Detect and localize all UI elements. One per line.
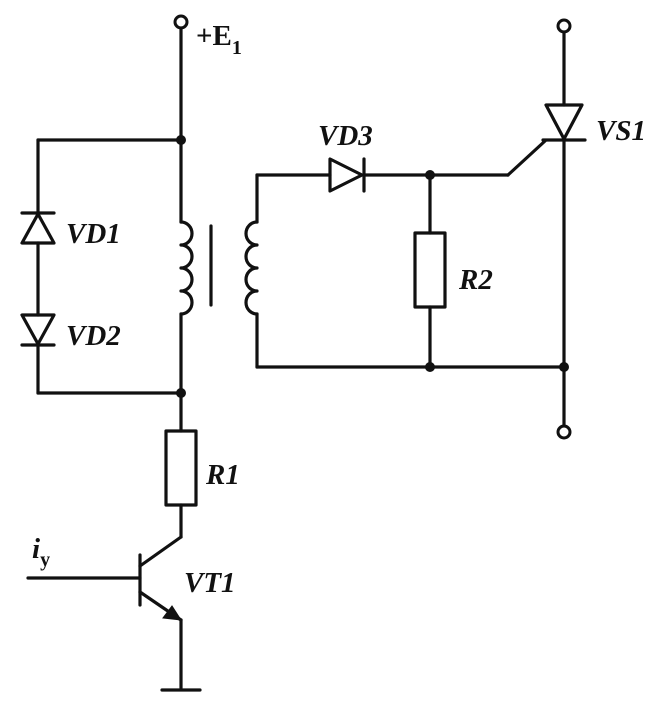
junction-dot (425, 170, 435, 180)
diode-vd2 (20, 313, 56, 347)
resistor-r1 (164, 391, 198, 539)
label-input-current: iy (32, 533, 50, 571)
supply-terminal (173, 14, 189, 30)
resistor-r2 (413, 173, 447, 369)
vs1-bottom-terminal (556, 424, 572, 440)
label-vd3: VD3 (318, 120, 373, 152)
diode-vd1 (20, 211, 56, 245)
emitter-arrow-icon (162, 605, 182, 621)
junction-dot (425, 362, 435, 372)
label-vs1: VS1 (596, 115, 646, 147)
junction-dot (559, 362, 569, 372)
label-supply: +E1 (196, 20, 242, 59)
transformer-primary-coil (179, 138, 194, 395)
junction-dot (176, 135, 186, 145)
transformer-secondary-coil (244, 173, 259, 369)
transistor-vt1 (26, 535, 183, 690)
junction-dot (176, 388, 186, 398)
diode-vd3 (328, 157, 366, 193)
thyristor-vs1 (541, 18, 587, 440)
label-vd2: VD2 (66, 320, 121, 352)
label-r1: R1 (205, 459, 240, 491)
vs1-top-terminal (556, 18, 572, 34)
secondary-wiring (255, 139, 566, 369)
label-r2: R2 (458, 264, 493, 296)
diode-branch-left (36, 138, 183, 395)
label-vt1: VT1 (184, 567, 236, 599)
label-vd1: VD1 (66, 218, 121, 250)
